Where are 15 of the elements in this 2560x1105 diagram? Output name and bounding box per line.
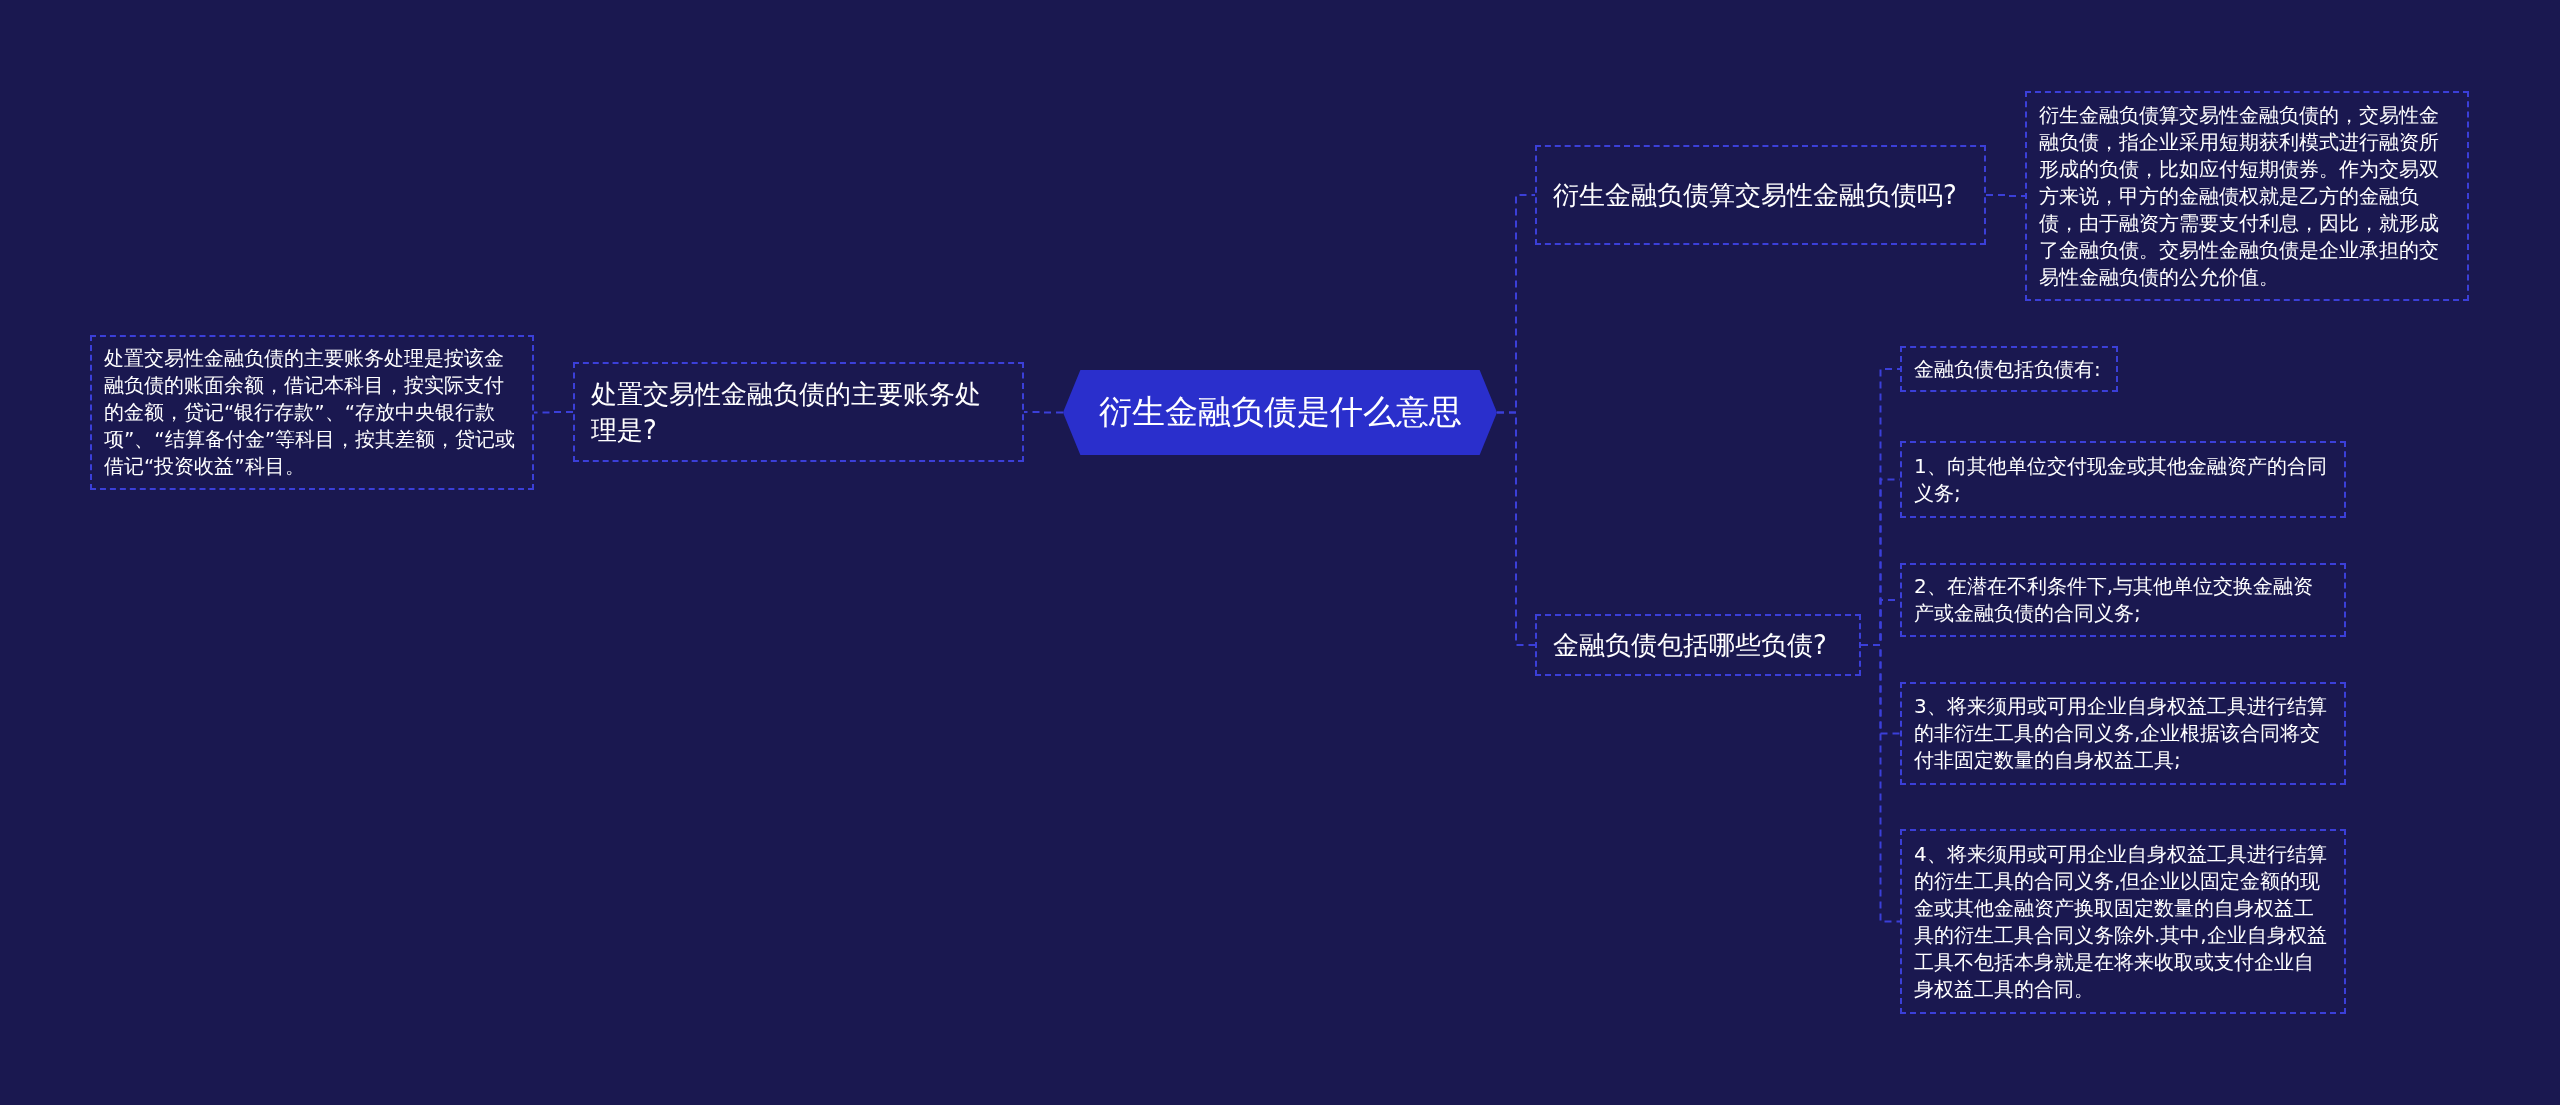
topic-box: 金融负债包括哪些负债? <box>1535 614 1861 676</box>
detail-box: 金融负债包括负债有: <box>1900 346 2118 392</box>
connector-line <box>533 411 574 414</box>
detail-box: 衍生金融负债算交易性金融负债的，交易性金融负债，指企业采用短期获利模式进行融资所形成的负债，比如应付短期债券。作为交易双方来说，甲方的金融债权就是乙方的金融负债，由于融资方需要支付利息，因比，就形成了金融负债。交易性金融负债是企业承担的交易性金融负债的公允价值。 <box>2025 91 2469 301</box>
detail-box: 处置交易性金融负债的主要账务处理是按该金融负债的账面余额，借记本科目，按实际支付的金额，贷记“银行存款”、“存放中央银行款项”、“结算备付金”等科目，按其差额，贷记或借记“投资收益”科目。 <box>90 335 534 490</box>
detail-box: 1、向其他单位交付现金或其他金融资产的合同义务; <box>1900 441 2346 518</box>
detail-box: 3、将来须用或可用企业自身权益工具进行结算的非衍生工具的合同义务,企业根据该合同将交付非固定数量的自身权益工具; <box>1900 682 2346 785</box>
topic-box: 衍生金融负债算交易性金融负债吗? <box>1535 145 1986 245</box>
detail-box: 2、在潜在不利条件下,与其他单位交换金融资产或金融负债的合同义务; <box>1900 563 2346 637</box>
connector-line <box>1860 644 1901 923</box>
connector-line <box>1985 194 2026 197</box>
connector-line <box>1496 411 1536 646</box>
topic-box: 处置交易性金融负债的主要账务处理是? <box>573 362 1024 462</box>
detail-box: 4、将来须用或可用企业自身权益工具进行结算的衍生工具的合同义务,但企业以固定金额的现金或其他金融资产换取固定数量的自身权益工具的衍生工具合同义务除外.其中,企业自身权益工具不包括本身就是在将来收取或支付企业自身权益工具的合同。 <box>1900 829 2346 1014</box>
connector-line <box>1023 411 1064 414</box>
